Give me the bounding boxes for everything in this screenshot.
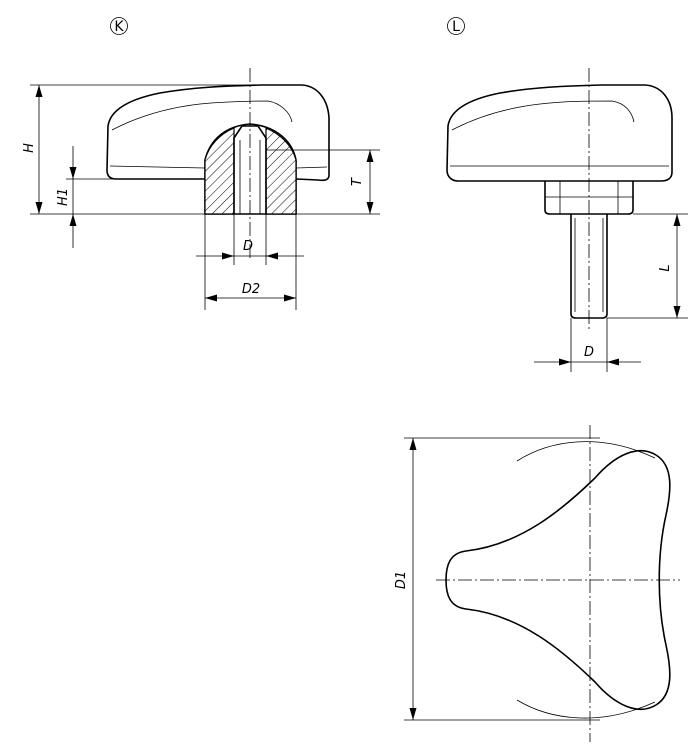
dim-l-label: L	[658, 264, 673, 271]
dimension-t: T	[266, 149, 380, 215]
dim-d1-label: D1	[394, 571, 409, 589]
dim-d-l-label: D	[584, 345, 594, 360]
dimension-d-k: D	[196, 214, 304, 265]
dim-t-label: T	[350, 177, 365, 186]
dim-d1-arrow-top	[409, 438, 417, 450]
knob-inner-contour-k	[111, 100, 293, 131]
dim-d2-arrow-left	[205, 294, 217, 302]
dim-d-l-arrow-left	[559, 358, 571, 366]
dimension-l: L	[607, 213, 688, 319]
dimension-d2: D2	[204, 214, 297, 310]
dimension-h1: H1	[56, 146, 205, 248]
dimension-d-l: D	[534, 318, 641, 372]
dim-h1-arrow-bottom	[69, 214, 77, 226]
view-top: D1	[394, 425, 680, 742]
dim-h1-arrow-top	[69, 167, 77, 179]
dim-h-label: H	[22, 143, 37, 153]
dim-l-arrow-bottom	[673, 306, 681, 318]
dim-t-arrow-top	[366, 150, 374, 162]
dim-d-k-arrow-left	[222, 252, 234, 260]
dim-h1-label: H1	[56, 188, 71, 206]
hatched-section-right	[265, 127, 297, 215]
dim-l-arrow-top	[673, 214, 681, 226]
view-k: K H H1	[22, 17, 380, 310]
knob-lower-edge-k	[109, 165, 328, 169]
view-k-marker: K	[110, 17, 128, 35]
dim-d2-arrow-right	[284, 294, 296, 302]
dim-d2-label: D2	[242, 282, 260, 297]
hatched-section-left	[204, 127, 235, 215]
three-lobe-knob-top	[445, 450, 671, 710]
dimension-h: H	[22, 84, 290, 215]
knob-inner-contour-l	[451, 100, 635, 131]
view-l-label: L	[452, 19, 460, 35]
view-k-marker-circle	[110, 17, 128, 35]
dim-t-arrow-bottom	[366, 202, 374, 214]
view-l: L L D	[446, 17, 688, 372]
view-k-label: K	[114, 19, 124, 35]
dim-d-k-label: D	[243, 239, 253, 254]
dim-d-k-arrow-right	[266, 252, 278, 260]
dim-d1-arrow-bottom	[409, 708, 417, 720]
view-l-marker-circle	[447, 17, 465, 35]
view-l-marker: L	[447, 17, 465, 35]
dim-h-arrow-bottom	[35, 202, 43, 214]
dimension-d1: D1	[394, 437, 600, 721]
dim-d-l-arrow-right	[607, 358, 619, 366]
dim-h-arrow-top	[35, 85, 43, 97]
knob-body-l	[446, 84, 673, 182]
